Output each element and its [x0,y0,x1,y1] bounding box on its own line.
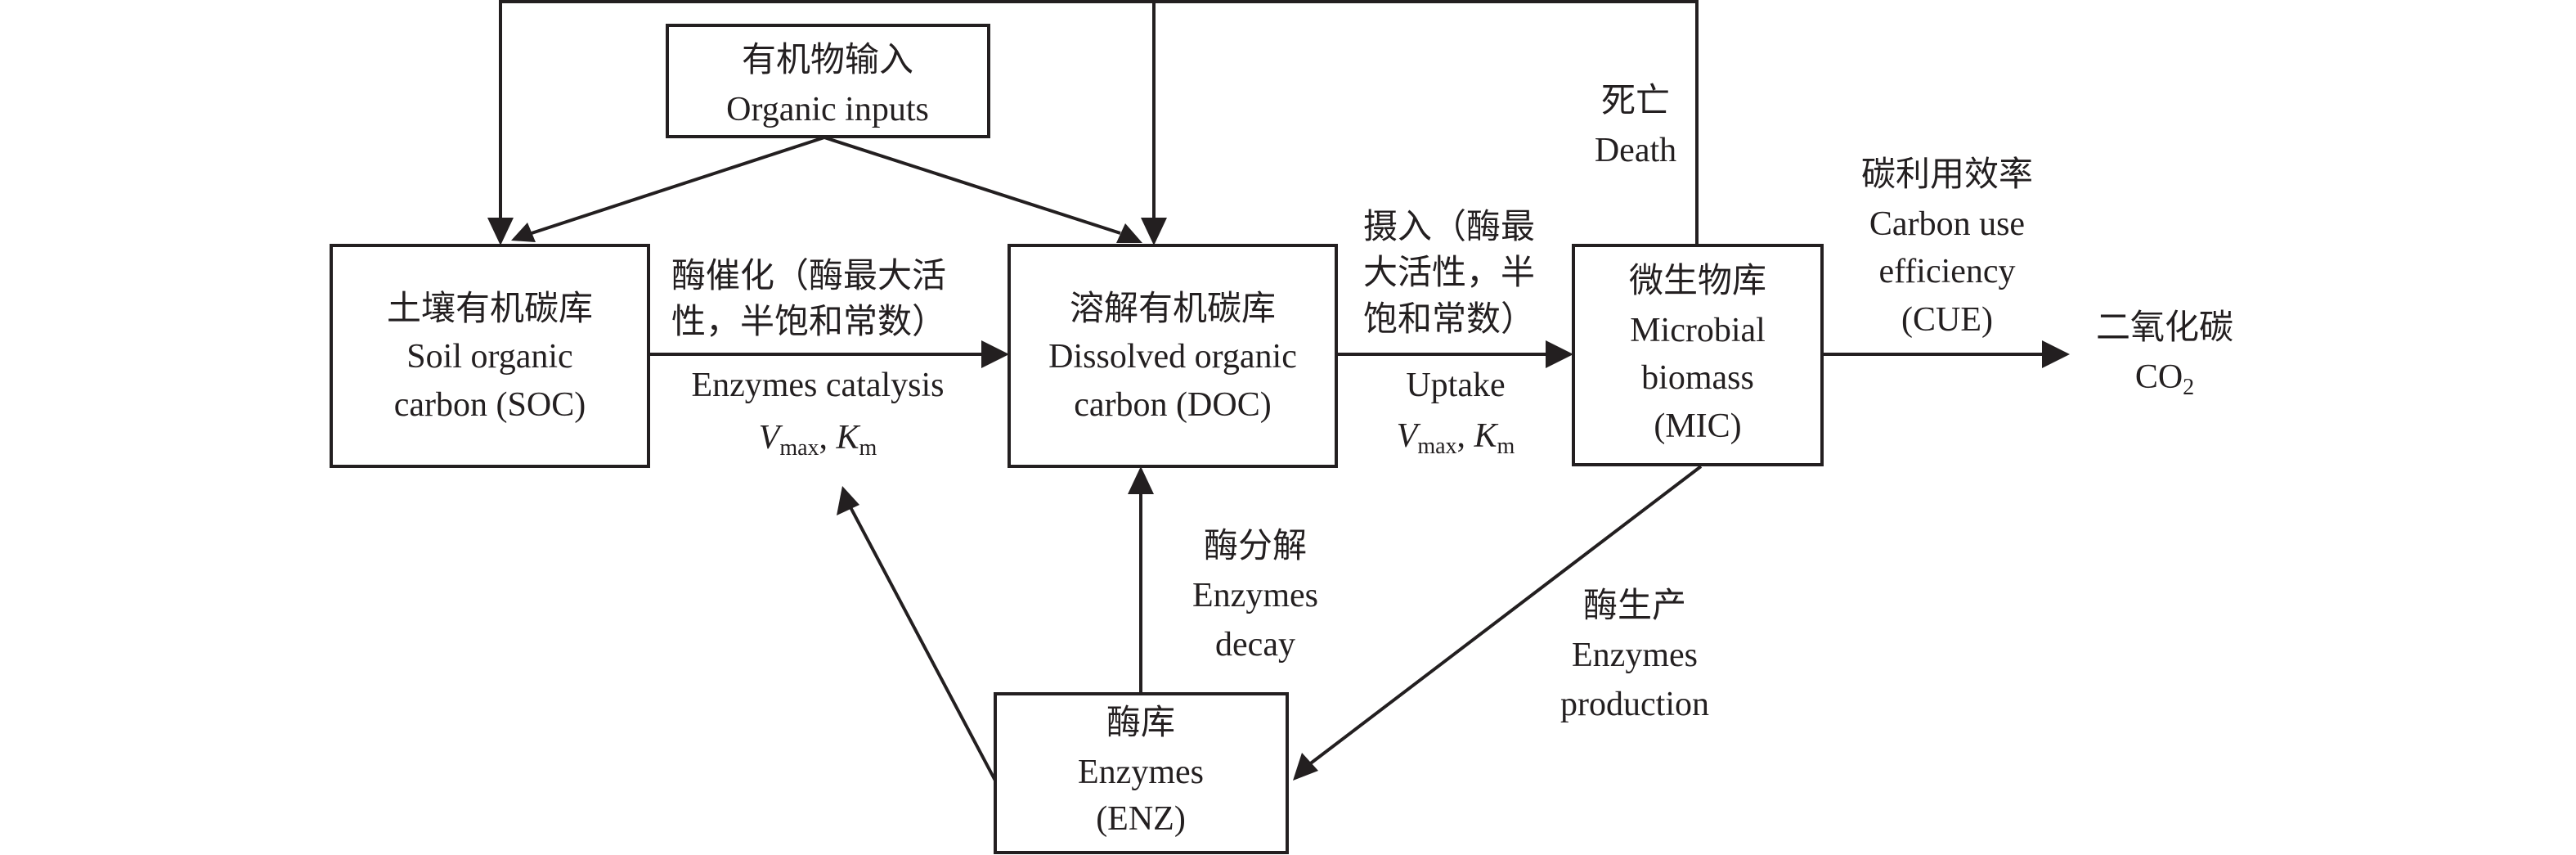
co2-subscript: 2 [2183,375,2194,400]
label-cue: 碳利用效率 Carbon use efficiency (CUE) [1861,155,2033,339]
doc-zh: 溶解有机碳库 [1070,290,1276,328]
label-production: 酶生产 Enzymes production [1560,587,1709,723]
cue-en-2: efficiency [1878,253,2015,290]
separator: , [819,419,837,457]
mic-en-3: (MIC) [1654,407,1741,445]
cue-zh: 碳利用效率 [1861,155,2033,194]
vmax-symbol: V [1397,417,1421,455]
arrowhead-icon [837,486,859,515]
arrowhead-icon [511,223,536,242]
co2-formula: CO2 [2135,358,2194,400]
catalysis-params: Vmax, Km [759,419,877,461]
soc-en-2: carbon (SOC) [394,386,586,424]
uptake-en: Uptake [1406,367,1505,404]
node-enz: 酶库 Enzymes (ENZ) [994,692,1289,854]
enz-to-catalysis-line [849,506,997,781]
catalysis-zh-1: 酶催化（酶最大活 [671,258,946,295]
arrowhead-icon [1546,340,1573,368]
soc-en-1: Soil organic [406,338,572,376]
arrowheads [487,218,2070,781]
label-decay: 酶分解 Enzymes decay [1192,528,1318,664]
doc-en-1: Dissolved organic [1048,338,1297,376]
inputs-to-doc-line [824,136,1121,235]
mic-en-1: Microbial [1630,312,1766,349]
arrowhead-icon [2042,340,2070,368]
production-en-2: production [1560,686,1709,723]
uptake-zh-3: 饱和常数） [1363,301,1535,339]
mic-en-2: biomass [1641,359,1754,397]
enz-en-2: (ENZ) [1096,800,1186,838]
soc-zh: 土壤有机碳库 [387,290,593,328]
arrowhead-icon [1141,218,1167,245]
label-death: 死亡 Death [1595,83,1676,169]
decay-en-1: Enzymes [1192,577,1318,614]
decay-zh: 酶分解 [1204,528,1307,565]
decay-en-2: decay [1215,626,1295,664]
km-symbol: K [1474,417,1499,455]
death-en: Death [1595,132,1676,169]
death-zh: 死亡 [1601,83,1670,120]
node-mic: 微生物库 Microbial biomass (MIC) [1572,244,1824,466]
vmax-subscript: max [1417,434,1456,459]
node-doc: 溶解有机碳库 Dissolved organic carbon (DOC) [1008,244,1338,468]
production-en-1: Enzymes [1572,637,1698,674]
km-subscript: m [859,435,877,461]
node-co2: 二氧化碳 CO2 [2096,309,2233,400]
arrowhead-icon [1293,753,1318,781]
arrowhead-icon [1116,223,1142,243]
label-uptake: 摄入（酶最 大活性，半 饱和常数） Uptake Vmax, Km [1363,209,1535,459]
vmax-subscript: max [779,435,819,461]
co2-base: CO [2135,358,2183,396]
uptake-zh-1: 摄入（酶最 [1363,209,1535,246]
km-subscript: m [1497,434,1515,459]
arrowhead-icon [487,218,514,245]
uptake-params: Vmax, Km [1397,417,1515,459]
inputs-to-soc-line [531,136,825,235]
enz-en-1: Enzymes [1078,754,1204,791]
connectors [499,0,2047,781]
uptake-zh-2: 大活性，半 [1363,254,1535,292]
co2-zh: 二氧化碳 [2096,309,2233,347]
cue-en-1: Carbon use [1869,205,2025,243]
separator: , [1457,417,1474,455]
catalysis-en: Enzymes catalysis [691,367,944,404]
death-feedback-line [499,0,1699,245]
organic-inputs-en: Organic inputs [726,91,929,128]
arrowhead-icon [1128,466,1154,494]
organic-inputs-zh: 有机物输入 [742,42,913,79]
catalysis-zh-2: 性，半饱和常数） [671,304,946,341]
mic-zh: 微生物库 [1629,263,1766,300]
production-zh: 酶生产 [1583,587,1686,625]
doc-en-2: carbon (DOC) [1074,386,1271,424]
km-symbol: K [836,419,861,457]
label-catalysis: 酶催化（酶最大活 性，半饱和常数） Enzymes catalysis Vmax… [671,258,946,461]
enz-zh: 酶库 [1106,704,1175,742]
vmax-symbol: V [759,419,783,457]
node-organic-inputs: 有机物输入 Organic inputs [666,24,990,138]
arrowhead-icon [981,340,1009,368]
mic-to-enz-line [1307,465,1703,767]
node-soc: 土壤有机碳库 Soil organic carbon (SOC) [330,244,650,468]
cue-en-3: (CUE) [1901,301,1993,339]
